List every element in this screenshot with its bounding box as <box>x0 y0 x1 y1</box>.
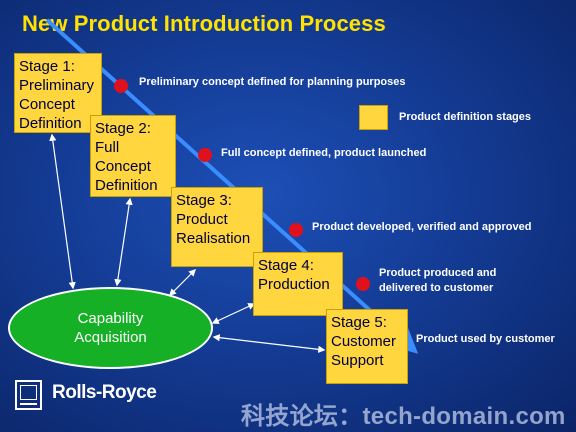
milestone-label-5: Product used by customer <box>416 333 555 345</box>
link-stage-5-capability <box>212 334 326 353</box>
timeline-arrow <box>45 18 419 354</box>
stage-1-box: Stage 1: Preliminary Concept Definition <box>14 53 102 133</box>
milestone-label-3: Product developed, verified and approved <box>312 221 532 233</box>
legend-swatch <box>359 105 388 130</box>
legend-label: Product definition stages <box>399 111 532 123</box>
capability-acquisition-ellipse <box>8 287 213 369</box>
link-stage-3-capability <box>168 268 197 297</box>
logo-text: Rolls-Royce <box>52 382 157 403</box>
link-stage-4-capability <box>211 303 256 324</box>
capability-acquisition-label: Capability Acquisition <box>74 310 147 346</box>
stage-4-box: Stage 4: Production <box>253 252 343 316</box>
slide-title: New Product Introduction Process <box>22 11 386 36</box>
stage-3-box: Stage 3: Product Realisation <box>171 187 263 267</box>
milestone-dot-3 <box>289 223 303 237</box>
link-stage-1-capability <box>49 133 76 290</box>
milestone-dot-2 <box>198 148 212 162</box>
milestone-label-1: Preliminary concept defined for planning… <box>139 76 406 88</box>
stage-5-box: Stage 5: Customer Support <box>326 309 408 384</box>
link-stage-2-capability <box>114 197 133 287</box>
rolls-royce-logo-icon <box>15 380 42 410</box>
stage-2-box: Stage 2: Full Concept Definition <box>90 115 176 197</box>
milestone-label-2: Full concept defined, product launched <box>221 147 427 159</box>
milestone-dot-1 <box>114 79 128 93</box>
milestone-label-4: Product produced and delivered to custom… <box>379 267 497 294</box>
watermark: 科技论坛：tech-domain.com <box>241 403 566 430</box>
milestone-dot-4 <box>356 277 370 291</box>
